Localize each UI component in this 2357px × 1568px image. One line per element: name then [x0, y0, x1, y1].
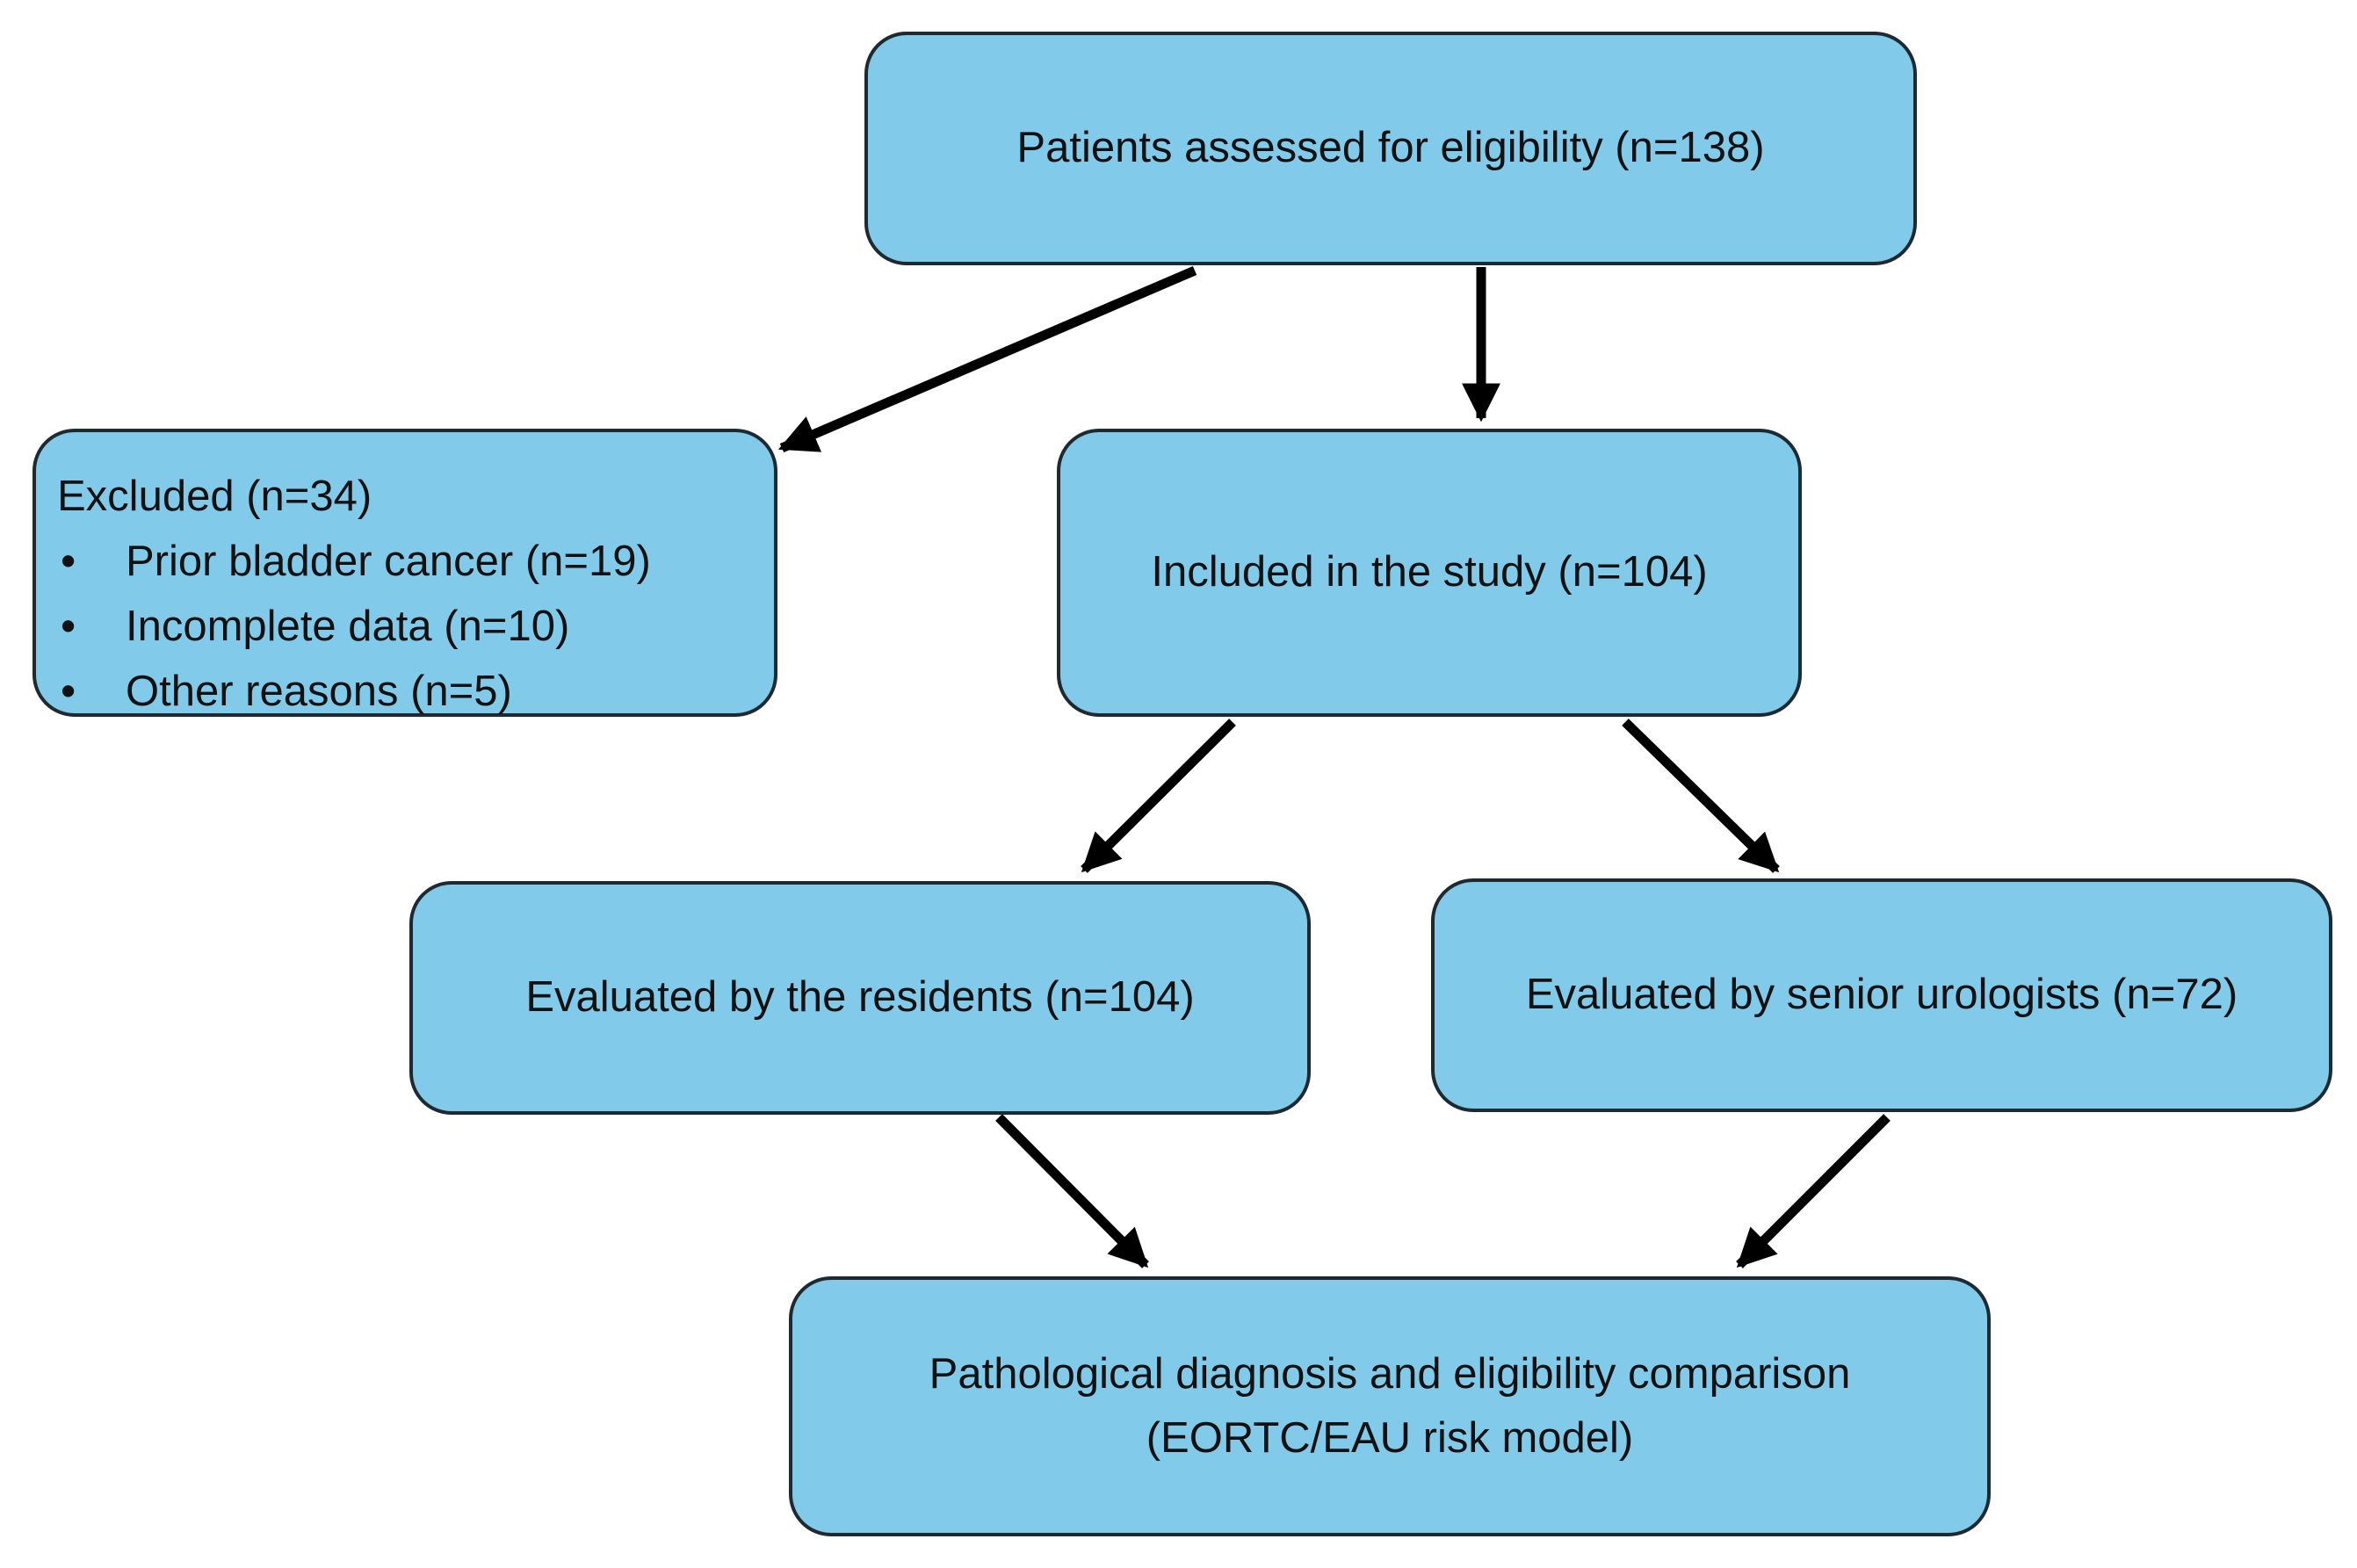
exclusion-reason-label: Other reasons (n=5) [126, 668, 512, 715]
arrow-assessed-to-excluded [777, 265, 1197, 453]
included-box: Included in the study (n=104) [1057, 429, 1802, 717]
exclusion-reason-item: • Other reasons (n=5) [57, 659, 774, 724]
excluded-title: Excluded (n=34) [57, 473, 372, 520]
residents-label: Evaluated by the residents (n=104) [525, 973, 1195, 1022]
exclusion-reason-item: • Prior bladder cancer (n=19) [57, 529, 774, 594]
included-label: Included in the study (n=104) [1151, 548, 1708, 596]
final-box: Pathological diagnosis and eligibility c… [789, 1276, 1991, 1536]
exclusion-reason-list: • Prior bladder cancer (n=19) • Incomple… [57, 529, 774, 724]
bullet-icon: • [61, 538, 76, 585]
excluded-box: Excluded (n=34) • Prior bladder cancer (… [33, 429, 777, 717]
bullet-icon: • [61, 668, 76, 715]
residents-box: Evaluated by the residents (n=104) [409, 881, 1311, 1115]
arrow-seniors-to-final [1736, 1114, 1891, 1268]
seniors-box: Evaluated by senior urologists (n=72) [1431, 878, 2332, 1112]
exclusion-reason-label: Prior bladder cancer (n=19) [126, 538, 651, 585]
assessed-box: Patients assessed for eligibility (n=138… [864, 32, 1917, 265]
arrow-residents-to-final [995, 1114, 1149, 1268]
bullet-icon: • [61, 603, 76, 650]
assessed-label: Patients assessed for eligibility (n=138… [1016, 124, 1765, 172]
final-label-line1: Pathological diagnosis and eligibility c… [929, 1349, 1851, 1398]
arrow-included-to-seniors [1622, 719, 1780, 873]
exclusion-reason-label: Incomplete data (n=10) [126, 603, 570, 650]
seniors-label: Evaluated by senior urologists (n=72) [1525, 971, 2238, 1019]
final-label-line2: (EORTC/EAU risk model) [1146, 1414, 1634, 1462]
arrow-included-to-residents [1081, 719, 1236, 873]
exclusion-reason-item: • Incomplete data (n=10) [57, 594, 774, 659]
